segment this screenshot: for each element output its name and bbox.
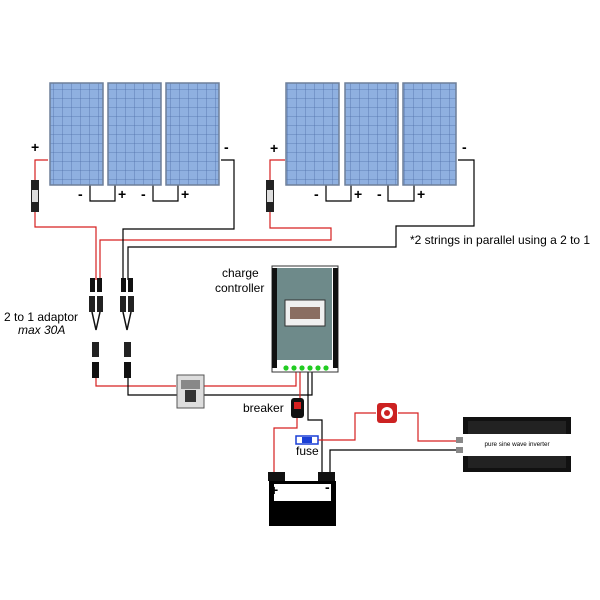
controller-battery-negative xyxy=(307,372,323,472)
charge-controller-label-line2: controller xyxy=(215,281,264,295)
solar-array-string-2 xyxy=(285,82,457,186)
panel-plus-sign: + xyxy=(181,186,189,202)
string2-plus-sign: + xyxy=(270,140,278,156)
battery-plus-sign: + xyxy=(270,482,278,498)
string2-minus-sign: - xyxy=(462,139,467,155)
panel-minus-sign: - xyxy=(377,186,382,202)
parallel-note: *2 strings in parallel using a 2 to 1 xyxy=(410,233,590,247)
string1-jumper-1 xyxy=(89,185,116,202)
adaptor-label-line1: 2 to 1 adaptor xyxy=(4,310,78,324)
string1-jumper-2 xyxy=(152,185,179,202)
string1-plus-sign: + xyxy=(31,139,39,155)
wiring xyxy=(34,159,475,472)
breaker-label: breaker xyxy=(243,401,284,415)
polarity-signs: + - + - - + - + - + - + xyxy=(31,139,467,202)
battery-negative-to-inverter xyxy=(329,449,460,472)
battery-minus-sign: - xyxy=(325,479,330,495)
inverter: pure sine wave inverter xyxy=(456,417,571,472)
dc-isolator-box xyxy=(176,374,205,409)
solar-array-string-1 xyxy=(49,82,220,186)
string1-positive-wire-down xyxy=(34,212,97,280)
string2-positive-wire-down xyxy=(99,212,332,280)
branch-adaptor-negative xyxy=(120,278,134,378)
panel-plus-sign: + xyxy=(417,186,425,202)
string2-negative-wire xyxy=(127,159,475,280)
string1-minus-sign: - xyxy=(224,139,229,155)
breaker-to-fuse xyxy=(273,418,298,472)
adaptor-positive-to-controller xyxy=(95,378,176,387)
solar-panel xyxy=(402,82,457,186)
panel-minus-sign: - xyxy=(141,186,146,202)
inline-fuse-string-2 xyxy=(266,180,274,212)
breaker xyxy=(291,398,304,418)
solar-panel xyxy=(344,82,399,186)
string2-jumper-2 xyxy=(387,185,415,202)
panel-minus-sign: - xyxy=(314,186,319,202)
solar-panel xyxy=(49,82,104,186)
panel-minus-sign: - xyxy=(78,186,83,202)
panel-plus-sign: + xyxy=(118,186,126,202)
fuse-label: fuse xyxy=(296,444,319,458)
solar-panel xyxy=(107,82,162,186)
string2-positive-wire xyxy=(269,159,285,180)
string1-positive-wire xyxy=(34,159,48,180)
charge-controller xyxy=(271,265,339,373)
battery-switch xyxy=(377,403,397,423)
inline-fuse-string-1 xyxy=(31,180,39,212)
switch-to-inverter xyxy=(398,412,460,442)
controller-terminals xyxy=(283,365,329,371)
charge-controller-label-line1: charge xyxy=(222,266,259,280)
string2-jumper-1 xyxy=(325,185,352,202)
adaptor-label-line2: max 30A xyxy=(18,323,65,337)
branch-adaptor-positive xyxy=(89,278,103,378)
solar-panel xyxy=(285,82,340,186)
battery: + - xyxy=(268,472,336,526)
fuse xyxy=(295,435,319,445)
solar-panel xyxy=(165,82,220,186)
panel-plus-sign: + xyxy=(354,186,362,202)
inverter-label: pure sine wave inverter xyxy=(484,441,549,448)
fuse-to-switch xyxy=(297,412,376,441)
breaker-to-controller-positive xyxy=(204,372,297,387)
string1-negative-wire xyxy=(122,159,235,280)
adaptor-negative-to-controller xyxy=(127,372,313,396)
